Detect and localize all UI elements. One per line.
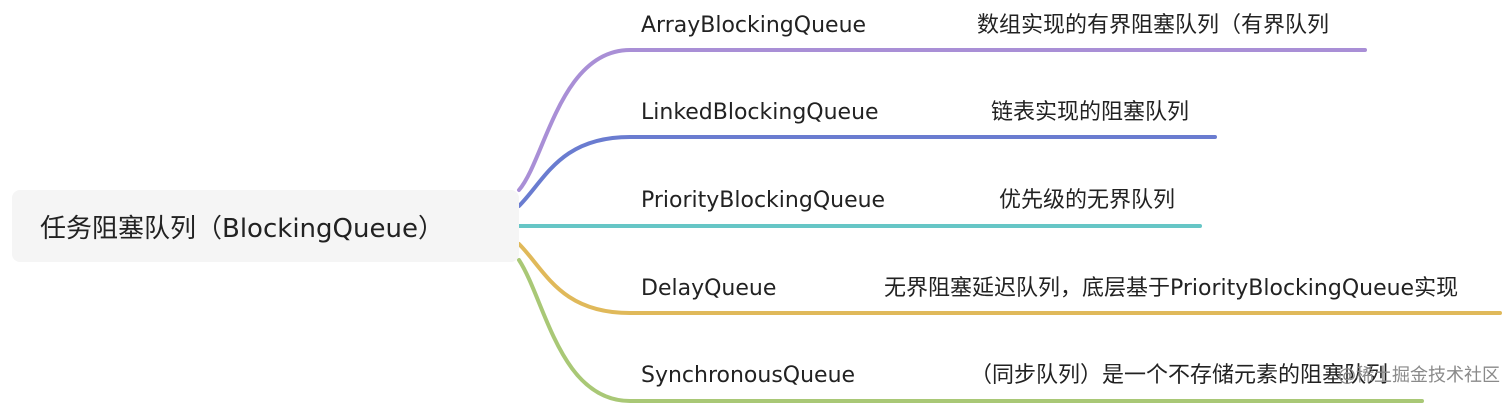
branch-name-synchronous-queue[interactable]: SynchronousQueue (641, 363, 856, 388)
branch-desc-array-blocking-queue: 数组实现的有界阻塞队列（有界队列 (977, 13, 1330, 38)
branch-name-array-blocking-queue[interactable]: ArrayBlockingQueue (641, 13, 867, 38)
watermark: @稀土掘金技术社区 (1338, 365, 1500, 386)
branch-name-priority-blocking-queue[interactable]: PriorityBlockingQueue (641, 188, 886, 213)
connector-synchronous-queue (517, 258, 1424, 403)
root-node[interactable]: 任务阻塞队列（BlockingQueue） (12, 190, 519, 262)
connector-linked-blocking-queue (517, 135, 1217, 208)
branch-desc-priority-blocking-queue: 优先级的无界队列 (999, 188, 1176, 213)
connector-array-blocking-queue (517, 48, 1367, 192)
branch-desc-linked-blocking-queue: 链表实现的阻塞队列 (991, 100, 1190, 125)
root-node-label: 任务阻塞队列（BlockingQueue） (40, 213, 444, 244)
branch-desc-delay-queue: 无界阻塞延迟队列，底层基于PriorityBlockingQueue实现 (884, 276, 1459, 301)
branch-name-delay-queue[interactable]: DelayQueue (641, 276, 777, 301)
branch-desc-synchronous-queue: （同步队列）是一个不存储元素的阻塞队列 (970, 363, 1389, 388)
connector-delay-queue (517, 242, 1502, 315)
branch-name-linked-blocking-queue[interactable]: LinkedBlockingQueue (641, 100, 879, 125)
